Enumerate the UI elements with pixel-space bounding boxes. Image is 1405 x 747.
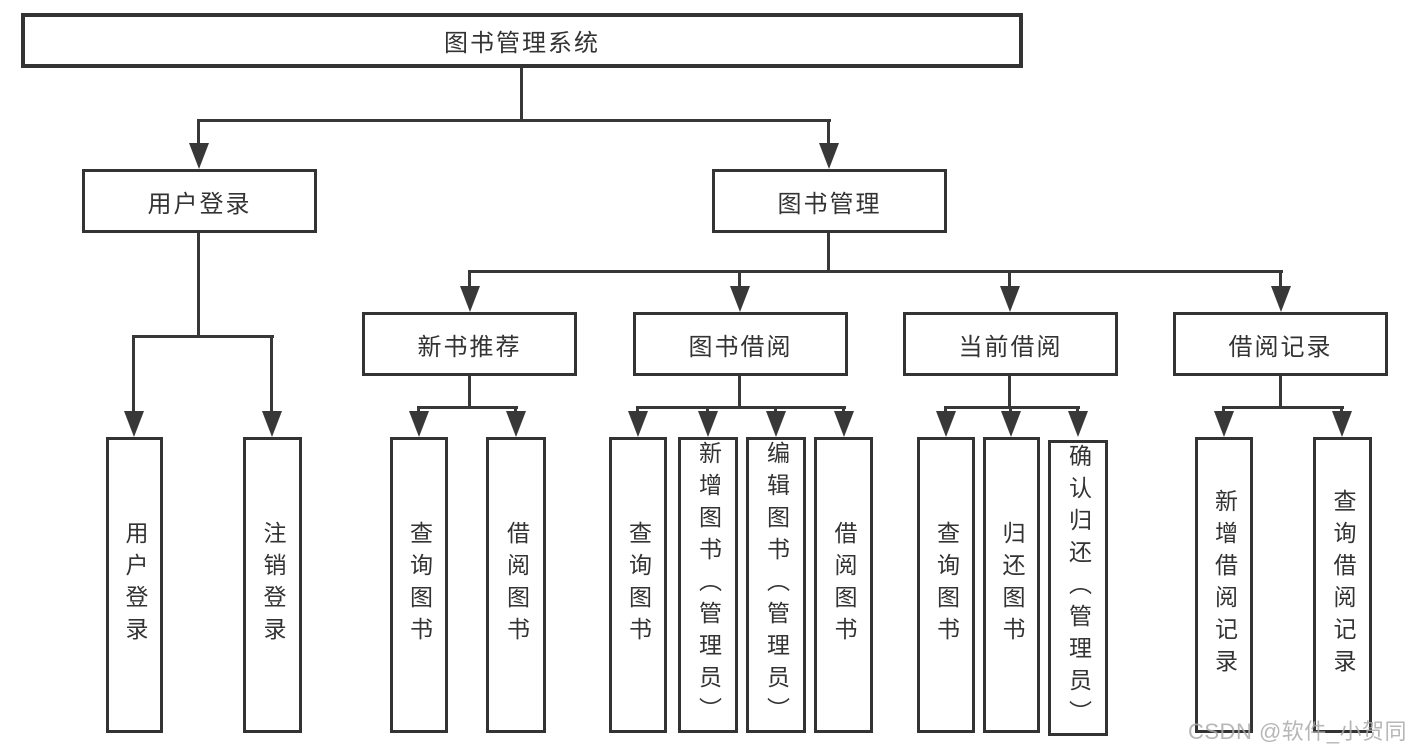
arrowhead-to-user-login-group [189,143,209,169]
arrowhead-to-borrow-book-1 [506,411,526,437]
arrowhead-to-query-book-3 [936,411,956,437]
leaf-borrow-book-2-label: 借阅图书 [831,521,857,649]
arrowhead-to-logout [262,411,282,437]
arrowhead-to-current-borrowing [1000,286,1020,312]
connector-cb-drop-1 [944,406,947,414]
arrowhead-to-book-management [819,143,839,169]
connector-root-stem [520,68,523,122]
connector-bb-drop-4 [842,406,845,414]
connector-nb-stem [468,376,471,409]
watermark: CSDN @软件_小贺同学 [1188,719,1405,744]
leaf-add-book-admin-label: 新增图书（管理员） [695,441,722,729]
connector-bb-drop-3 [774,406,777,414]
leaf-query-book-2-label: 查询图书 [625,521,652,649]
leaf-user-login-label: 用户登录 [122,521,148,649]
node-book-borrowing-label: 图书借阅 [688,333,793,361]
connector-bb-hline [636,406,846,409]
leaf-confirm-return-admin: 确认归还（管理员） [1048,440,1108,736]
node-new-book-recommend-label: 新书推荐 [417,333,522,361]
leaf-borrow-book-2: 借阅图书 [814,437,873,733]
connector-bm-drop-1 [468,270,471,292]
leaf-return-book: 归还图书 [983,437,1040,733]
connector-br-drop-2 [1340,406,1343,414]
arrowhead-to-confirm-return [1068,411,1088,437]
node-borrowing-records-label: 借阅记录 [1228,333,1333,361]
connector-ul-hline [132,335,274,338]
leaf-logout-label: 注销登录 [260,521,286,649]
leaf-query-book-3: 查询图书 [917,437,975,733]
connector-nb-drop-2 [514,406,517,414]
connector-br-hline [1222,406,1344,409]
connector-br-stem [1279,376,1282,409]
node-borrowing-records: 借阅记录 [1173,312,1388,376]
arrowhead-to-query-record [1332,411,1352,437]
arrowhead-to-edit-book [766,411,786,437]
connector-root-hline [197,119,831,122]
leaf-edit-book-admin: 编辑图书（管理员） [746,437,806,733]
connector-bm-drop-3 [1008,270,1011,292]
connector-root-drop-right [827,119,830,150]
leaf-add-borrow-record: 新增借阅记录 [1195,437,1253,733]
leaf-return-book-label: 归还图书 [999,521,1025,649]
leaf-query-book-2: 查询图书 [609,437,667,733]
arrowhead-to-borrowing-records [1271,286,1291,312]
leaf-query-book-3-label: 查询图书 [933,521,960,649]
node-current-borrowing: 当前借阅 [903,312,1118,376]
leaf-logout: 注销登录 [243,437,302,733]
arrowhead-to-return-book [1001,411,1021,437]
node-current-borrowing-label: 当前借阅 [958,333,1063,361]
leaf-query-book-1-label: 查询图书 [406,521,433,649]
leaf-query-book-1: 查询图书 [390,437,448,733]
arrowhead-to-book-borrowing [730,286,750,312]
arrowhead-to-query-book-1 [409,411,429,437]
connector-nb-hline [417,406,518,409]
connector-bm-drop-4 [1279,270,1282,292]
leaf-user-login: 用户登录 [106,437,163,733]
connector-cb-hline [944,406,1080,409]
node-root-label: 图书管理系统 [444,30,600,57]
connector-ul-drop-1 [132,335,135,415]
arrowhead-to-borrow-book-2 [834,411,854,437]
connector-ul-drop-2 [270,335,273,415]
connector-bm-drop-2 [738,270,741,292]
connector-bm-hline [468,270,1283,273]
node-user-login-group: 用户登录 [82,169,317,233]
arrowhead-to-query-book-2 [628,411,648,437]
node-root: 图书管理系统 [21,13,1023,68]
connector-bb-drop-2 [706,406,709,414]
connector-nb-drop-1 [417,406,420,414]
arrowhead-to-user-login [124,411,144,437]
arrowhead-to-new-book-recommend [460,286,480,312]
node-new-book-recommend: 新书推荐 [362,312,577,376]
node-book-management-label: 图书管理 [777,190,882,218]
arrowhead-to-add-book [698,411,718,437]
connector-br-drop-1 [1222,406,1225,414]
connector-bb-stem [738,376,741,409]
leaf-borrow-book-1-label: 借阅图书 [503,521,530,649]
leaf-query-borrow-record: 查询借阅记录 [1313,437,1372,733]
leaf-add-book-admin: 新增图书（管理员） [678,437,738,733]
node-book-management: 图书管理 [712,169,947,233]
connector-ul-stem [197,233,200,338]
connector-cb-stem [1008,376,1011,409]
connector-root-drop-left [197,119,200,150]
node-book-borrowing: 图书借阅 [633,312,848,376]
leaf-confirm-return-admin-label: 确认归还（管理员） [1065,444,1092,732]
leaf-query-borrow-record-label: 查询借阅记录 [1330,489,1356,681]
connector-bm-stem [827,232,830,273]
connector-cb-drop-2 [1009,406,1012,414]
connector-bb-drop-1 [636,406,639,414]
leaf-borrow-book-1: 借阅图书 [486,437,546,733]
node-user-login-group-label: 用户登录 [147,190,252,218]
leaf-add-borrow-record-label: 新增借阅记录 [1211,489,1238,681]
connector-cb-drop-3 [1076,406,1079,414]
leaf-edit-book-admin-label: 编辑图书（管理员） [763,441,790,729]
arrowhead-to-add-record [1214,411,1234,437]
